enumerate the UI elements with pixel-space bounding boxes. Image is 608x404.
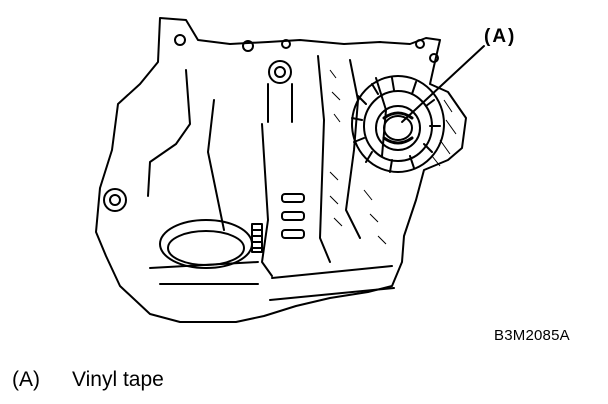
legend-item: (A) Vinyl tape bbox=[12, 368, 164, 392]
figure-code: B3M2085A bbox=[494, 327, 570, 344]
legend-key: (A) bbox=[12, 368, 40, 391]
callout-label-a: (A) bbox=[484, 26, 517, 47]
legend-text: Vinyl tape bbox=[72, 368, 164, 391]
housing-outline bbox=[95, 17, 467, 323]
callout-leader-line bbox=[401, 45, 485, 123]
